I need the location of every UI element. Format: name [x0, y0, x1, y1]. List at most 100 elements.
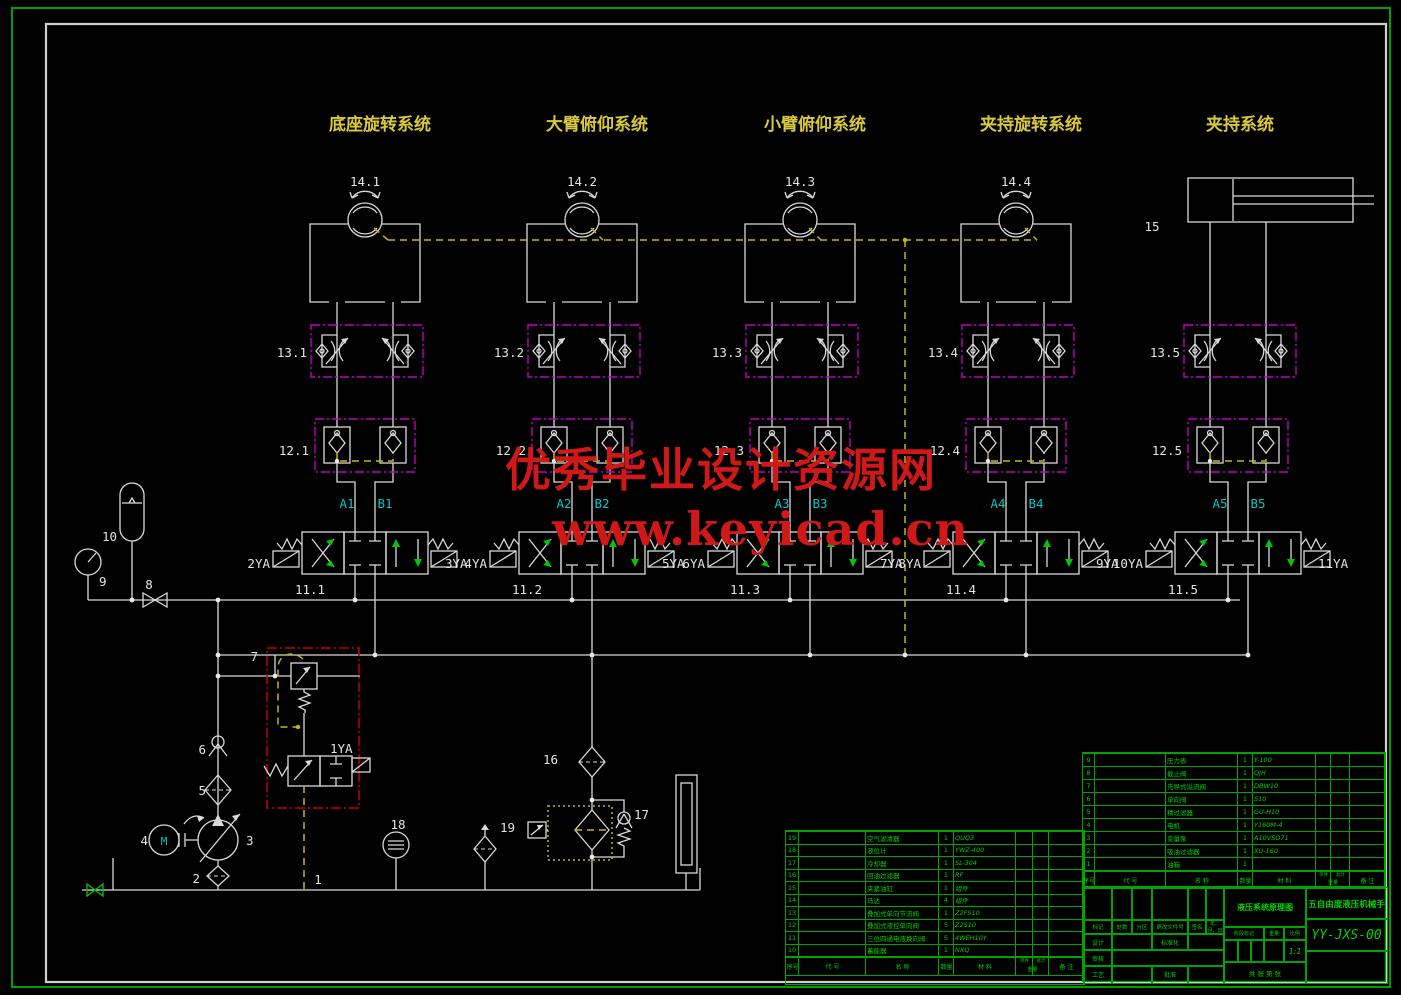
part-name-cell: 空气滤清器 — [866, 831, 939, 844]
part-total-cell — [1331, 818, 1350, 831]
part-qty-cell: 1 — [939, 856, 954, 869]
part-no-cell: 19 — [786, 831, 799, 844]
part-total-cell — [1331, 844, 1350, 857]
part-no-cell: 13 — [786, 906, 799, 919]
part-total-cell — [1331, 779, 1350, 792]
system-title: 夹持旋转系统 — [980, 114, 1082, 135]
tb-empty — [1305, 950, 1388, 984]
part-no-cell: 1 — [1083, 857, 1095, 870]
cylinder-symbol — [1187, 177, 1374, 302]
item-number: 13.3 — [712, 345, 742, 360]
item-number: 11.5 — [1168, 582, 1198, 597]
solenoid-label: 5YA — [662, 556, 685, 571]
part-unit-cell — [1016, 831, 1033, 844]
system-title: 大臂俯仰系统 — [546, 114, 648, 135]
part-spec-cell: 组件 — [954, 881, 1016, 894]
part-no-cell: 15 — [786, 881, 799, 894]
port-label: B5 — [1250, 496, 1265, 511]
part-remark-cell — [1049, 881, 1084, 894]
part-spec-cell: GU-H10 — [1253, 805, 1316, 818]
part-spec-cell: S10 — [1253, 792, 1316, 805]
relief-branch-line — [218, 655, 360, 677]
part-code-cell — [799, 868, 866, 881]
item-number: 4 — [140, 833, 148, 848]
solenoid-label: 7YA — [880, 556, 903, 571]
port-label: A3 — [774, 496, 789, 511]
header-qty: 数量 — [939, 957, 954, 975]
pump-unit — [148, 600, 241, 890]
part-qty-cell: 1 — [939, 943, 954, 956]
part-total-cell — [1033, 918, 1049, 931]
part-spec-cell: NXQ — [954, 943, 1016, 956]
port-label: A1 — [339, 496, 354, 511]
header-unit: 单件 — [1016, 957, 1033, 975]
part-code-cell — [799, 906, 866, 919]
tb-drawing-name: 液压系统原理图 — [1223, 887, 1307, 928]
part-code-cell — [799, 931, 866, 944]
item-number: 2 — [192, 871, 200, 886]
item-number: 11.1 — [295, 582, 325, 597]
tb-scale-label: 比例 — [1283, 926, 1307, 941]
part-code-cell — [799, 843, 866, 856]
part-total-cell — [1033, 906, 1049, 919]
part-code-cell — [1095, 857, 1166, 870]
parts-table-right-header: 序号 代 号 名 称 数量 材 料 单件 总计 备 注 重量 — [1082, 871, 1386, 889]
item-number: 14.2 — [567, 174, 597, 189]
part-remark-cell — [1350, 831, 1385, 844]
part-total-cell — [1033, 868, 1049, 881]
part-total-cell — [1033, 856, 1049, 869]
part-unit-cell — [1316, 805, 1331, 818]
item-number: 13.4 — [928, 345, 958, 360]
part-name-cell: 单向阀 — [1166, 792, 1238, 805]
tb-empty — [1205, 887, 1225, 921]
item-number: 13.1 — [277, 345, 307, 360]
part-no-cell: 16 — [786, 868, 799, 881]
solenoid-label: 1YA — [330, 741, 353, 756]
part-qty-cell: 1 — [939, 868, 954, 881]
part-spec-cell: Z2FS10 — [954, 906, 1016, 919]
part-total-cell — [1331, 805, 1350, 818]
part-name-cell: 马达 — [866, 893, 939, 906]
part-name-cell: 叠加式液控单向阀 — [866, 918, 939, 931]
part-qty-cell: 1 — [1238, 818, 1253, 831]
tb-mark: 标记 — [1083, 919, 1113, 935]
part-name-cell: 先导式溢流阀 — [1166, 779, 1238, 792]
part-total-cell — [1033, 881, 1049, 894]
item-number: 13.5 — [1150, 345, 1180, 360]
gauge-symbol — [74, 548, 102, 600]
tb-empty — [1111, 933, 1153, 951]
part-no-cell: 17 — [786, 856, 799, 869]
item-number: 14.3 — [785, 174, 815, 189]
tb-weight-label: 重量 — [1263, 926, 1285, 941]
port-label: B2 — [594, 496, 609, 511]
tb-empty — [1187, 887, 1207, 921]
part-no-cell: 5 — [1083, 805, 1095, 818]
part-unit-cell — [1016, 918, 1033, 931]
tb-product-name: 五自由度液压机械手 — [1305, 887, 1388, 920]
part-no-cell: 2 — [1083, 844, 1095, 857]
parts-table-left-header: 序号 代 号 名 称 数量 材 料 单件 总计 备 注 重量 — [785, 957, 1085, 976]
part-unit-cell — [1316, 857, 1331, 870]
part-qty-cell: 1 — [1238, 753, 1253, 766]
part-unit-cell — [1016, 943, 1033, 956]
part-qty-cell: 1 — [1238, 831, 1253, 844]
motor-14-1 — [309, 190, 421, 303]
part-unit-cell — [1016, 906, 1033, 919]
port-label: B1 — [377, 496, 392, 511]
item-number: 6 — [198, 742, 206, 757]
part-unit-cell — [1316, 779, 1331, 792]
part-no-cell: 4 — [1083, 818, 1095, 831]
part-no-cell: 10 — [786, 943, 799, 956]
item-number: 7 — [250, 649, 258, 664]
part-name-cell: 回油过滤器 — [866, 868, 939, 881]
part-unit-cell — [1316, 818, 1331, 831]
part-spec-cell: Z2S10 — [954, 918, 1016, 931]
tb-empty — [1187, 933, 1225, 951]
part-code-cell — [1095, 792, 1166, 805]
part-remark-cell — [1049, 843, 1084, 856]
tb-zone: 分区 — [1131, 919, 1153, 935]
tb-sheet-note: 共 张 第 张 — [1223, 961, 1307, 984]
part-remark-cell — [1350, 766, 1385, 779]
solenoid-label: 6YA — [682, 556, 705, 571]
